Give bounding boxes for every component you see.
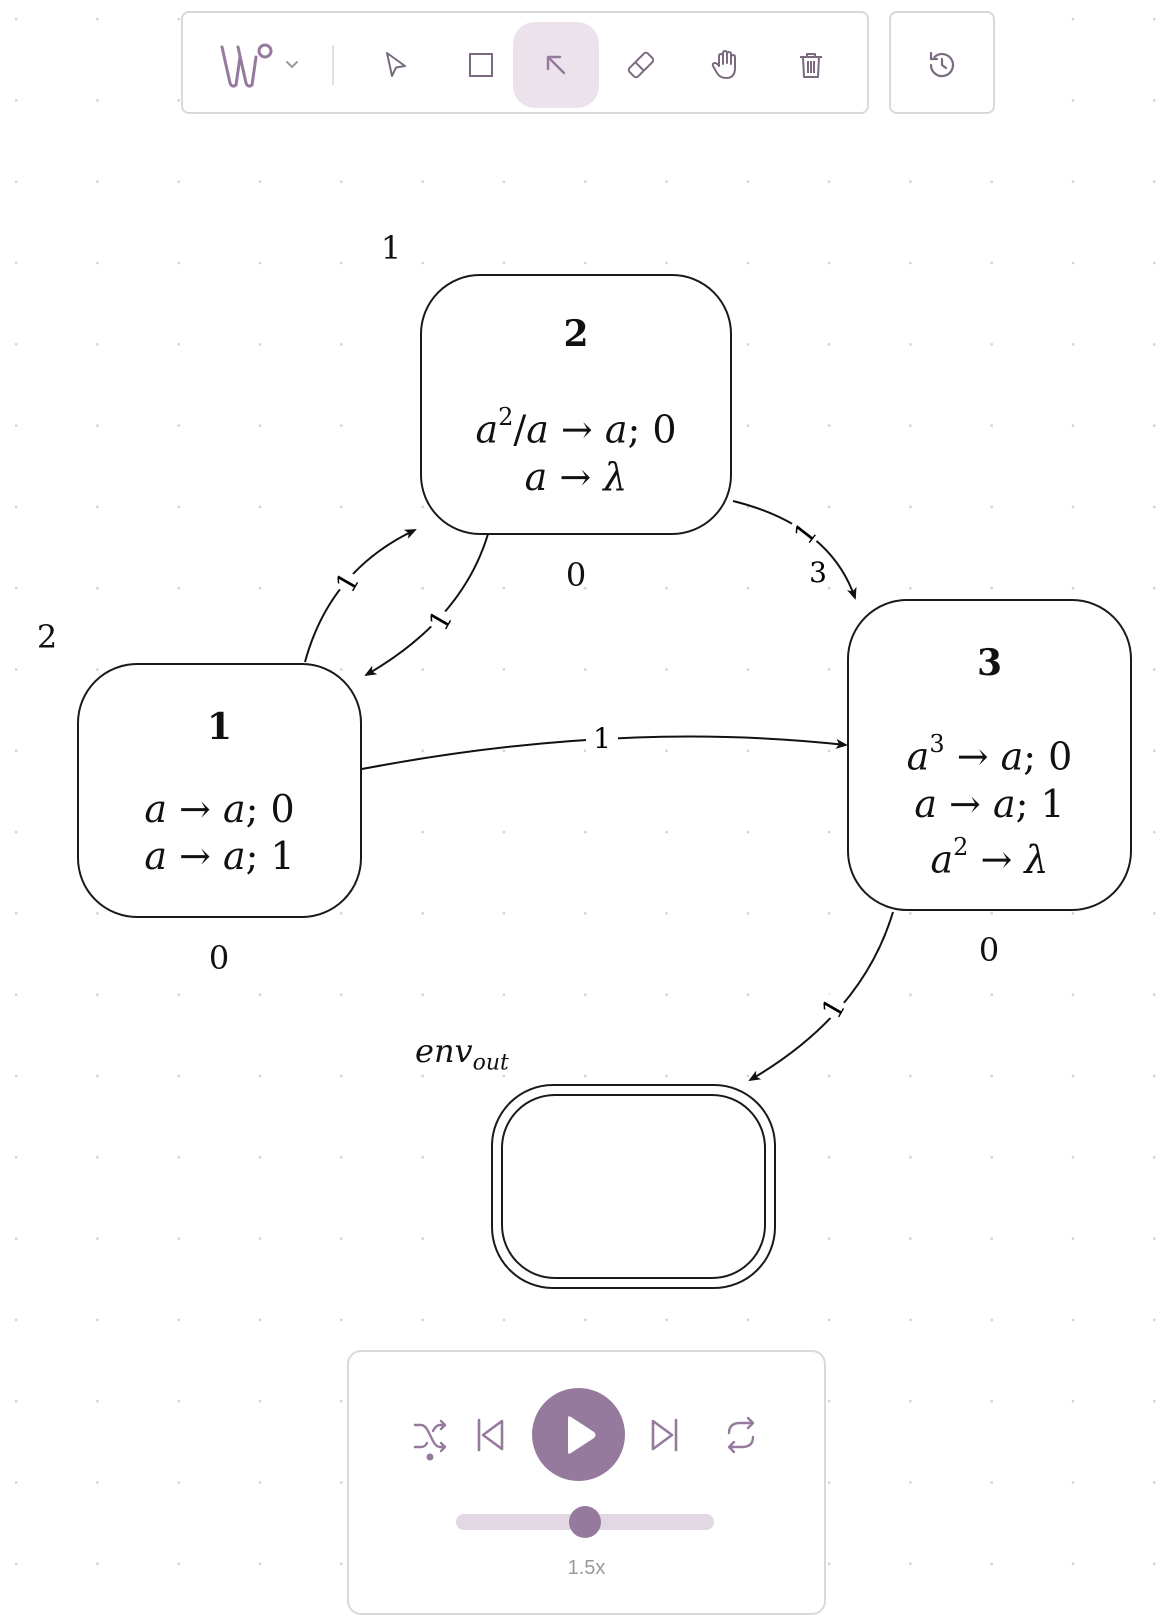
rule: a2 → λ bbox=[930, 832, 1049, 882]
svg-text:3: 3 bbox=[809, 556, 827, 589]
speed-slider-thumb[interactable] bbox=[569, 1506, 601, 1538]
rule-list: a2/a → a; 0 a → λ bbox=[422, 398, 730, 501]
step-forward-button[interactable] bbox=[647, 1415, 683, 1455]
simulation-player: 1.5x bbox=[347, 1350, 826, 1615]
toolbar bbox=[181, 11, 869, 114]
edge-weight-2-3: 1 bbox=[786, 515, 824, 550]
rule-list: a3 → a; 0 a → a; 1 a2 → λ bbox=[849, 725, 1130, 883]
history-button[interactable] bbox=[899, 22, 985, 108]
edge-weight-1-2: 1 bbox=[328, 565, 366, 598]
trash-icon bbox=[800, 53, 822, 78]
rule: a → a; 1 bbox=[144, 834, 295, 878]
toolbar-separator bbox=[332, 45, 334, 85]
node-title: 1 bbox=[206, 706, 233, 748]
history-icon bbox=[929, 51, 955, 78]
play-icon bbox=[567, 1415, 595, 1454]
logo-icon bbox=[220, 43, 298, 88]
hand-icon bbox=[711, 50, 736, 79]
rectangle-tool[interactable] bbox=[438, 22, 524, 108]
shuffle-icon bbox=[413, 1419, 447, 1461]
skip-back-icon bbox=[477, 1418, 504, 1452]
arrow-up-left-icon bbox=[546, 55, 566, 75]
node-count-label: 0 bbox=[565, 556, 587, 594]
edge-weight-2-1: 1 bbox=[421, 603, 459, 636]
speed-slider[interactable] bbox=[456, 1506, 714, 1538]
repeat-icon bbox=[727, 1416, 755, 1454]
environment-inner-border bbox=[501, 1094, 766, 1279]
node-count-label: 0 bbox=[208, 939, 230, 977]
speed-label: 1.5x bbox=[567, 1557, 606, 1579]
edge-weight-3-env: 1 bbox=[814, 991, 852, 1024]
delete-tool[interactable] bbox=[768, 22, 854, 108]
select-tool[interactable] bbox=[353, 22, 439, 108]
skip-forward-icon bbox=[651, 1418, 678, 1452]
neuron-node-1[interactable]: 1 a → a; 0 a → a; 1 bbox=[77, 663, 362, 918]
rule: a3 → a; 0 bbox=[906, 730, 1073, 779]
neuron-node-3[interactable]: 3 a3 → a; 0 a → a; 1 a2 → λ bbox=[847, 599, 1132, 911]
repeat-button[interactable] bbox=[723, 1415, 759, 1455]
node-title: 3 bbox=[976, 642, 1003, 684]
environment-output-node[interactable] bbox=[491, 1084, 776, 1289]
edge-2-to-3[interactable] bbox=[732, 500, 857, 600]
square-icon bbox=[469, 53, 493, 77]
edge-extra-label-2-3: 3 bbox=[808, 556, 828, 589]
chevron-down-icon bbox=[286, 61, 298, 69]
svg-text:1: 1 bbox=[593, 722, 611, 755]
environment-label: envout bbox=[415, 1032, 509, 1076]
edge-weight-1-3: 1 bbox=[586, 722, 618, 755]
step-back-button[interactable] bbox=[472, 1415, 508, 1455]
rule-list: a → a; 0 a → a; 1 bbox=[79, 786, 360, 880]
node-corner-label: 1 bbox=[380, 229, 402, 267]
rule: a2/a → a; 0 bbox=[475, 403, 677, 452]
rule: a → λ bbox=[524, 454, 628, 499]
rule: a → a; 0 bbox=[144, 787, 295, 831]
cursor-arrow-icon bbox=[386, 52, 406, 77]
arrow-tool[interactable] bbox=[513, 22, 599, 108]
pan-tool[interactable] bbox=[683, 22, 769, 108]
edge-1-to-2[interactable] bbox=[304, 529, 417, 663]
neuron-node-2[interactable]: 2 a2/a → a; 0 a → λ bbox=[420, 274, 732, 535]
eraser-icon bbox=[627, 51, 655, 79]
eraser-tool[interactable] bbox=[598, 22, 684, 108]
history-panel bbox=[889, 11, 995, 114]
node-count-label: 0 bbox=[978, 931, 1000, 969]
rule: a → a; 1 bbox=[914, 781, 1065, 826]
app-logo-menu[interactable] bbox=[203, 22, 313, 108]
node-title: 2 bbox=[563, 313, 589, 355]
shuffle-button[interactable] bbox=[411, 1415, 449, 1461]
play-button[interactable] bbox=[532, 1388, 625, 1481]
edge-2-to-1[interactable] bbox=[364, 533, 489, 676]
node-corner-label: 2 bbox=[36, 618, 58, 656]
